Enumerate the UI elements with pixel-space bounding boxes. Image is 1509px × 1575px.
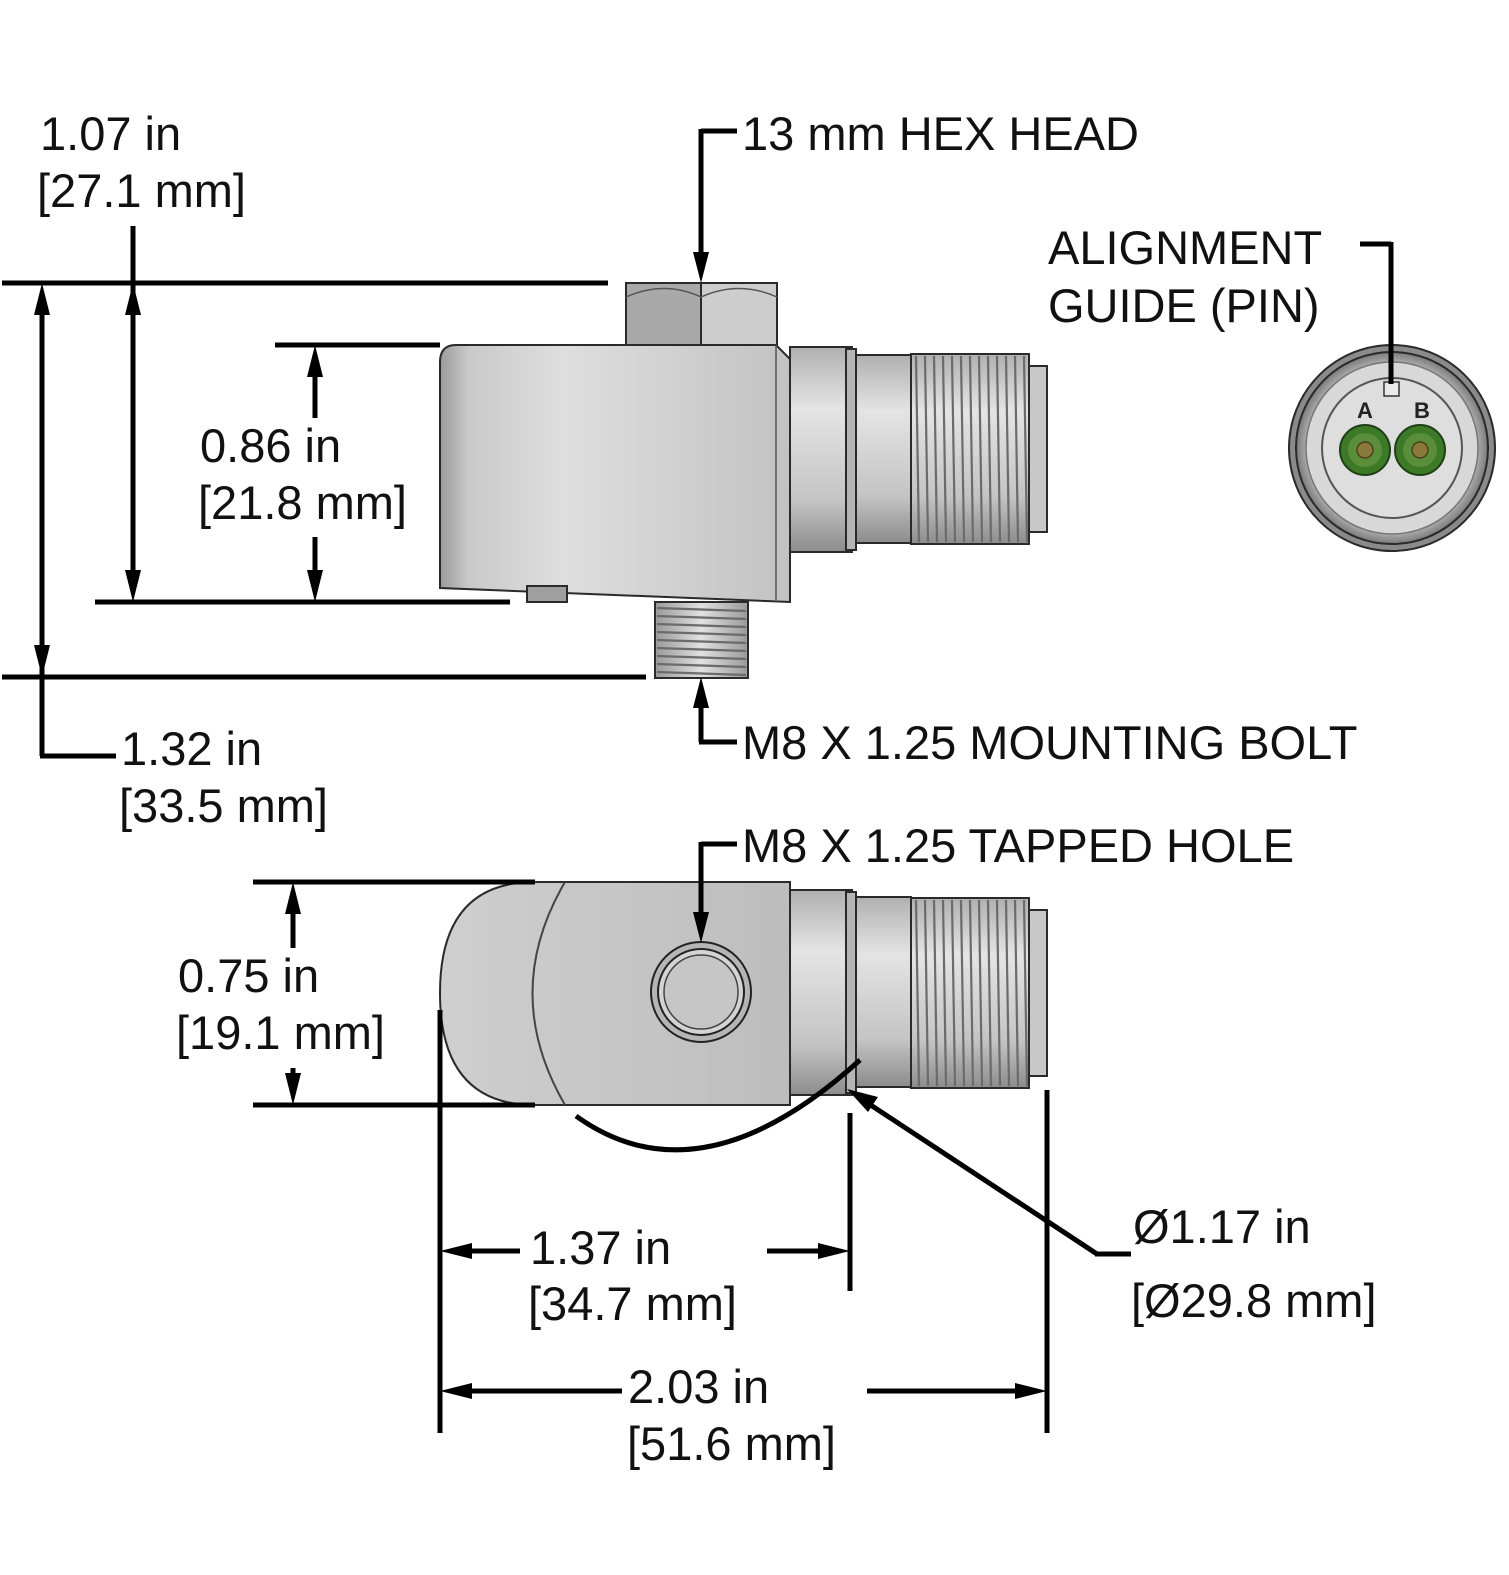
rotation-diameter-in-label: Ø1.17 in	[1133, 1200, 1311, 1253]
thread-line	[1004, 355, 1011, 543]
thread-line	[932, 355, 939, 543]
thread-line	[656, 654, 747, 661]
thread-line	[656, 630, 747, 637]
thread-line	[995, 899, 1002, 1087]
bolt-thread-lines	[656, 606, 747, 677]
total-height-in-label: 1.32 in	[121, 722, 262, 775]
thread-line	[941, 355, 948, 543]
thread-line	[914, 899, 921, 1087]
thread-line	[656, 670, 747, 677]
pin-b-label: B	[1414, 398, 1430, 423]
body-height-mm-label: [21.8 mm]	[198, 476, 407, 529]
thread-line	[656, 614, 747, 621]
thread-line	[656, 606, 747, 613]
mounting-bolt-label: M8 X 1.25 MOUNTING BOLT	[742, 716, 1357, 769]
side-view	[439, 282, 1048, 679]
connector-face-view: A B	[1288, 344, 1496, 552]
body-width-mm-label: [19.1 mm]	[176, 1006, 385, 1059]
thread-line	[932, 899, 939, 1087]
thread-line	[977, 899, 984, 1087]
rotation-diameter-mm-label: [Ø29.8 mm]	[1131, 1274, 1377, 1327]
thread-line	[950, 899, 957, 1087]
clearance-in-label: 1.37 in	[530, 1221, 671, 1274]
total-height-mm-label: [33.5 mm]	[119, 779, 328, 832]
thread-line	[1013, 899, 1020, 1087]
thread-line	[959, 355, 966, 543]
clearance-mm-label: [34.7 mm]	[528, 1277, 737, 1330]
overall-length-in-label: 2.03 in	[628, 1360, 769, 1413]
body-width-in-label: 0.75 in	[178, 949, 319, 1002]
overall-length-mm-label: [51.6 mm]	[627, 1417, 836, 1470]
thread-line	[1022, 899, 1029, 1087]
tapped-hole-label: M8 X 1.25 TAPPED HOLE	[742, 819, 1294, 872]
connector-collar	[789, 346, 853, 553]
connector-thread-lines	[914, 355, 1029, 543]
body-height-in-label: 0.86 in	[200, 419, 341, 472]
alignment-guide-label-line1: ALIGNMENT	[1048, 221, 1322, 274]
dimension-lines	[2, 128, 1394, 1433]
body-foot	[526, 585, 568, 603]
thread-line	[941, 899, 948, 1087]
hex-head-label: 13 mm HEX HEAD	[742, 107, 1139, 160]
tapped-hole	[650, 941, 752, 1043]
sensor-body	[439, 344, 791, 604]
thread-line	[1013, 355, 1020, 543]
overall-height-mm-label: [27.1 mm]	[37, 164, 246, 217]
overall-height-in-label: 1.07 in	[40, 107, 181, 160]
thread-line	[923, 355, 930, 543]
thread-line	[656, 638, 747, 645]
thread-line	[977, 355, 984, 543]
hex-head	[625, 282, 778, 348]
thread-line	[959, 899, 966, 1087]
thread-line	[656, 662, 747, 669]
thread-line	[1022, 355, 1029, 543]
thread-line	[995, 355, 1002, 543]
thread-line	[950, 355, 957, 543]
thread-line	[656, 622, 747, 629]
thread-line	[986, 899, 993, 1087]
thread-line	[968, 899, 975, 1087]
connector-thread-lines-top	[914, 899, 1029, 1087]
pin-a	[1339, 424, 1391, 476]
dimension-labels: 1.07 in [27.1 mm] 13 mm HEX HEAD ALIGNME…	[37, 107, 1377, 1470]
alignment-pin	[1383, 381, 1400, 397]
top-view	[438, 881, 1048, 1106]
thread-line	[914, 355, 921, 543]
pin-b	[1394, 424, 1446, 476]
pin-a-label: A	[1357, 398, 1373, 423]
thread-line	[1004, 899, 1011, 1087]
thread-line	[986, 355, 993, 543]
thread-line	[923, 899, 930, 1087]
alignment-guide-label-line2: GUIDE (PIN)	[1048, 279, 1320, 332]
thread-line	[968, 355, 975, 543]
thread-line	[656, 646, 747, 653]
